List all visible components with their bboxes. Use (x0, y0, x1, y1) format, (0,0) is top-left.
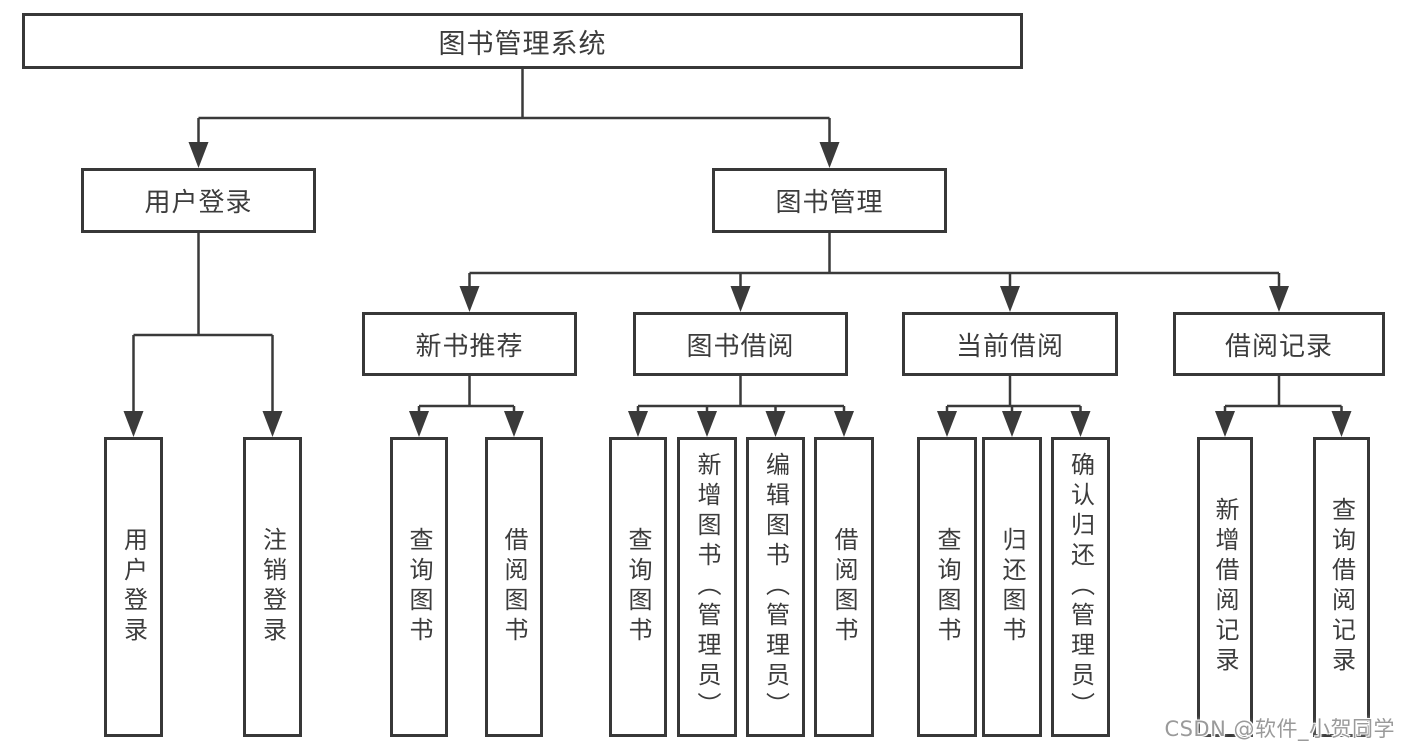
node-book-borrowing: 图书借阅 (633, 312, 848, 376)
node-borrow-books-recommend: 借阅图书 (485, 437, 543, 737)
node-library-management-system: 图书管理系统 (22, 13, 1023, 69)
node-edit-books-admin: 编辑图书（管理员） (746, 437, 805, 737)
node-user-login-action: 用户登录 (104, 437, 163, 737)
node-add-books-admin: 新增图书（管理员） (677, 437, 737, 737)
node-logout-action: 注销登录 (243, 437, 302, 737)
node-return-books: 归还图书 (982, 437, 1042, 737)
node-query-borrow-record: 查询借阅记录 (1313, 437, 1370, 737)
node-new-book-recommendation: 新书推荐 (362, 312, 577, 376)
node-query-books-recommend: 查询图书 (390, 437, 448, 737)
node-query-books-current: 查询图书 (917, 437, 977, 737)
node-confirm-return-admin: 确认归还（管理员） (1051, 437, 1110, 737)
node-user-login: 用户登录 (81, 168, 316, 233)
node-add-borrow-record: 新增借阅记录 (1197, 437, 1253, 737)
node-borrow-books-action: 借阅图书 (814, 437, 874, 737)
node-borrowing-records: 借阅记录 (1173, 312, 1385, 376)
arrowheads (123, 142, 1352, 437)
node-current-borrowing: 当前借阅 (902, 312, 1118, 376)
node-query-books-borrowing: 查询图书 (609, 437, 667, 737)
node-book-management: 图书管理 (712, 168, 947, 233)
csdn-watermark: CSDN @软件_小贺同学 (1164, 717, 1395, 741)
